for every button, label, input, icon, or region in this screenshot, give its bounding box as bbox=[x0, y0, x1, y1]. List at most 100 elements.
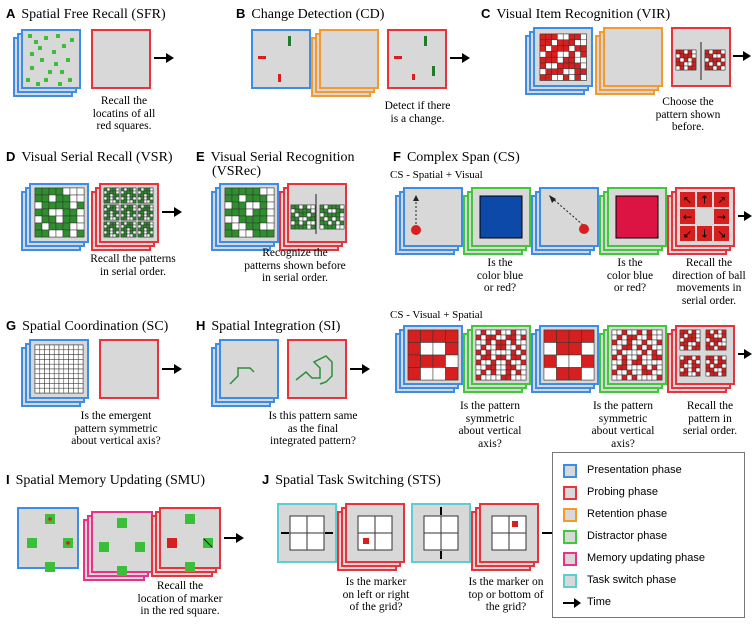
vsr-thumb-cell bbox=[115, 227, 120, 232]
cs-vs-option-2-cell bbox=[713, 341, 719, 347]
sfr-green-dot bbox=[66, 58, 70, 62]
vsrec-option-b-cell bbox=[335, 204, 341, 210]
direction-arrow-icon: → bbox=[717, 211, 726, 224]
sc-grid-cell bbox=[49, 344, 55, 351]
sc-grid-cell bbox=[77, 359, 84, 365]
sc-grid-cell bbox=[58, 383, 65, 389]
panel-f-caption-5: Is the pattern symmetric about vertical … bbox=[591, 400, 655, 450]
sc-grid-cell bbox=[34, 368, 41, 375]
vsr-thumb-cell bbox=[106, 230, 111, 235]
sc-grid-cell bbox=[34, 373, 41, 379]
cs-vs-option-4-cell bbox=[713, 371, 719, 377]
vsr-thumb-cell bbox=[146, 216, 151, 221]
vsr-thumb-cell bbox=[123, 221, 128, 226]
vsr-thumb-cell bbox=[129, 193, 134, 198]
cs-vs-option-1-cell bbox=[679, 345, 685, 351]
cs-vs-option-4-cell bbox=[717, 355, 723, 361]
cs-vs-symmetry-2-cell bbox=[616, 334, 623, 341]
cs-vs-option-4-cell bbox=[721, 371, 727, 377]
sfr-green-dot bbox=[36, 82, 40, 86]
vsr-pattern-cell bbox=[76, 187, 85, 196]
sc-grid-cell bbox=[63, 354, 69, 360]
vsr-pattern-cell bbox=[55, 187, 64, 196]
vir-option-b-cell bbox=[720, 49, 726, 55]
vir-option-b-cell bbox=[712, 57, 718, 63]
cs-vs-option-3-cell bbox=[683, 355, 689, 361]
cs-vs-symmetry-2-cell bbox=[636, 349, 643, 356]
sfr-time-arrow-head bbox=[166, 53, 174, 63]
sc-grid-cell bbox=[49, 378, 55, 384]
cs-vs-symmetry-2-cell bbox=[621, 359, 628, 366]
vsr-pattern-cell bbox=[34, 222, 43, 231]
vsrec-pattern-cell bbox=[238, 201, 247, 210]
vsr-thumb-cell bbox=[123, 224, 128, 229]
vsr-thumb-cell bbox=[109, 207, 114, 212]
vsr-thumb-cell bbox=[123, 213, 128, 218]
cs-vs-symmetry-1-cell bbox=[520, 359, 527, 366]
cs-vs-option-1-cell bbox=[695, 329, 701, 335]
vsr-thumb-cell bbox=[126, 216, 131, 221]
vir-option-a-cell bbox=[683, 65, 689, 71]
cs-vs-symmetry-2-cell bbox=[636, 334, 643, 341]
cs-vs-symmetry-2-cell bbox=[646, 344, 653, 351]
vsr-pattern-cell bbox=[34, 201, 43, 210]
cs-vs-symmetry-1-cell bbox=[520, 334, 527, 341]
cs-vs-symmetry-2-cell bbox=[641, 339, 648, 346]
cs-vs-symmetry-1-cell bbox=[490, 334, 497, 341]
cs-vs-symmetry-1-cell bbox=[485, 329, 492, 336]
direction-arrow-icon: ↙ bbox=[683, 228, 692, 241]
sc-grid-cell bbox=[34, 349, 41, 355]
vsr-pattern-cell bbox=[69, 194, 78, 203]
vsrec-option-b-cell bbox=[327, 224, 333, 230]
vir-option-b-cell bbox=[708, 53, 714, 59]
vsrec-option-b-cell bbox=[323, 208, 329, 214]
vsr-pattern-cell bbox=[69, 201, 78, 210]
vsrec-option-a-cell bbox=[306, 224, 312, 230]
vsr-thumb-cell bbox=[103, 199, 108, 204]
vir-option-b-cell bbox=[716, 53, 722, 59]
cs-direction-cell bbox=[714, 192, 729, 207]
vsr-thumb-cell bbox=[132, 187, 137, 192]
vsr-thumb-cell bbox=[126, 224, 131, 229]
vsr-pattern-cell bbox=[62, 194, 71, 203]
vsrec-option-a-cell bbox=[294, 204, 300, 210]
cs-vs-symmetry-1-cell bbox=[510, 349, 517, 356]
cs-vs-symmetry-2-cell bbox=[646, 374, 653, 381]
cd-red-bar bbox=[258, 56, 266, 59]
vsr-thumb-cell bbox=[103, 227, 108, 232]
vir-option-a-cell bbox=[687, 49, 693, 55]
cs-vs-pattern-2-cell bbox=[568, 329, 582, 343]
vsr-thumb-cell bbox=[137, 233, 142, 238]
vsrec-pattern-cell bbox=[231, 194, 240, 203]
cs-vs-symmetry-2-cell bbox=[616, 359, 623, 366]
panel-g-caption: Is the emergent pattern symmetric about … bbox=[71, 410, 161, 447]
vir-pattern-cell bbox=[562, 62, 570, 70]
vsr-pattern-cell bbox=[41, 194, 50, 203]
vsr-pattern-cell bbox=[69, 229, 78, 238]
vsrec-option-b-cell bbox=[339, 224, 345, 230]
vsrec-pattern-cell bbox=[259, 187, 268, 196]
vsr-pattern-cell bbox=[48, 215, 57, 224]
vsrec-option-a-cell bbox=[302, 216, 308, 222]
cs-visual-spatial-label: CS - Visual + Spatial bbox=[390, 309, 483, 321]
vsr-pattern-cell bbox=[69, 208, 78, 217]
si-probe-card bbox=[287, 339, 347, 399]
cs-vs-symmetry-1-cell bbox=[485, 364, 492, 371]
vsr-thumb-cell bbox=[115, 213, 120, 218]
cs-vs-symmetry-1-cell bbox=[515, 329, 522, 336]
vsr-thumb-cell bbox=[137, 221, 142, 226]
cs-vs-option-4-cell bbox=[705, 359, 711, 365]
vsr-thumb-cell bbox=[129, 224, 134, 229]
vsr-thumb-cell bbox=[149, 187, 154, 192]
vsr-thumb-cell bbox=[103, 233, 108, 238]
vsr-thumb-cell bbox=[103, 216, 108, 221]
vir-option-b-cell bbox=[720, 57, 726, 63]
cs-vs-symmetry-2-cell bbox=[646, 369, 653, 376]
cs-vs-option-3-cell bbox=[687, 355, 693, 361]
vir-option-a-cell bbox=[675, 65, 681, 71]
sc-grid-cell bbox=[68, 344, 74, 351]
sc-grid-cell bbox=[39, 344, 45, 351]
